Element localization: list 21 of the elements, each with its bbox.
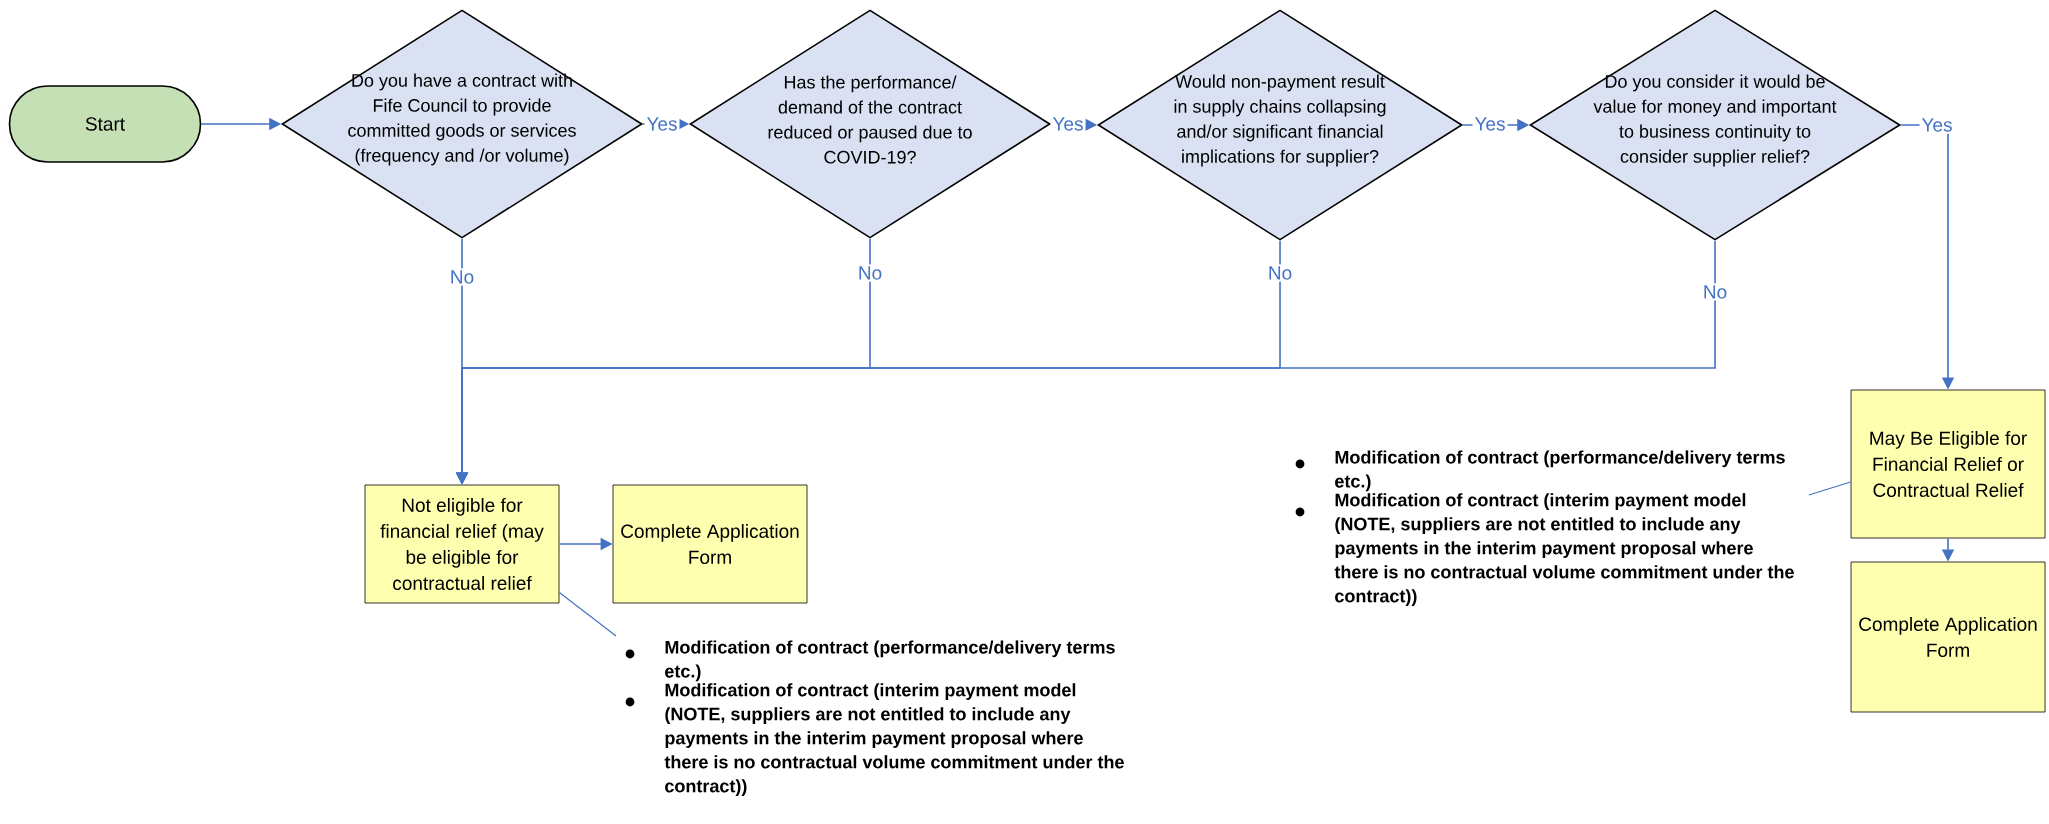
node-label: Modification of contract (performance/delivery terms etc.) <box>665 640 1115 682</box>
process-box: Not eligible for financial relief (may be eligible for contractual relief <box>364 484 560 604</box>
node-label: Modification of contract (interim payment model (NOTE, suppliers are not entitled to include any payments in the interim payment proposal where there is no contractual volume commitment under the contract)) <box>1334 493 1794 606</box>
leader-line <box>1808 481 1852 496</box>
edge-label: Yes <box>644 115 680 133</box>
edge-label: No <box>447 268 477 286</box>
bullet-list: Modification of contract (performance/delivery terms etc.) Modification of contract (interim payment model (NOTE, suppliers are not entitled to include any payments in the interim payment proposal where there is no contractual volume commitment under the contract)) <box>625 640 1124 796</box>
node-label: Modification of contract (interim payment model (NOTE, suppliers are not entitled to include any payments in the interim payment proposal where there is no contractual volume commitment under the contract)) <box>664 683 1124 796</box>
bullet-list: Modification of contract (performance/delivery terms etc.) Modification of contract (interim payment model (NOTE, suppliers are not entitled to include any payments in the interim payment proposal where there is no contractual volume commitment under the contract)) <box>1295 450 1794 606</box>
process-box: Complete Application Form <box>1850 561 2046 713</box>
edge-label: Yes <box>1472 115 1508 133</box>
edge-label: No <box>855 264 885 282</box>
edge-label: Yes <box>1050 115 1086 133</box>
process-box: Complete Application Form <box>612 484 808 604</box>
leader-line <box>558 591 617 637</box>
edge-label: No <box>1700 283 1730 301</box>
start-terminal: Start <box>8 85 202 163</box>
edge-label: No <box>1265 264 1295 282</box>
process-box: May Be Eligible for Financial Relief or Contractual Relief <box>1850 389 2046 539</box>
node-label: Modification of contract (performance/delivery terms etc.) <box>1335 450 1785 492</box>
edge-label: Yes <box>1919 116 1955 134</box>
